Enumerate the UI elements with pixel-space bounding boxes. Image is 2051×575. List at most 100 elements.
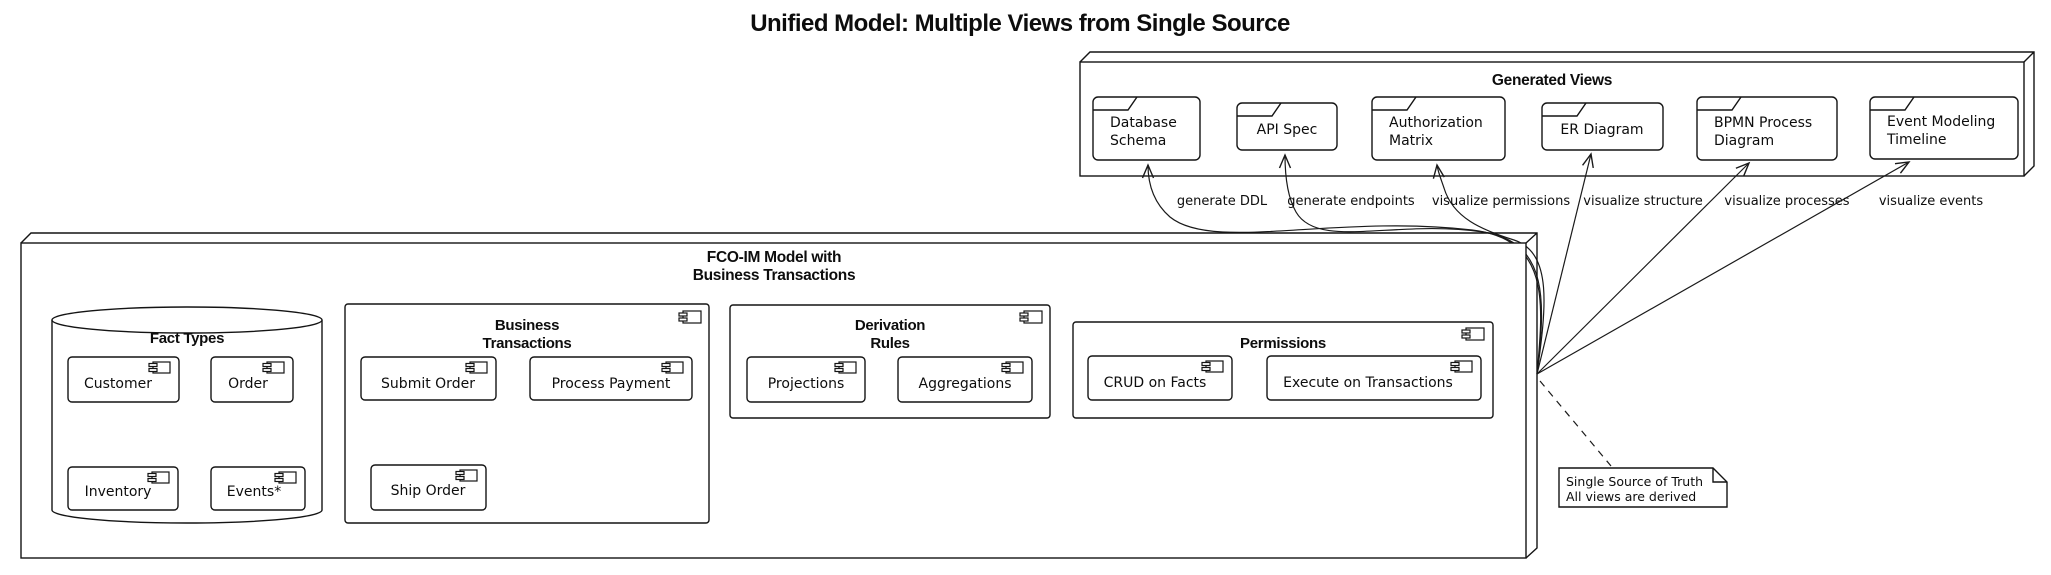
component-icon bbox=[266, 361, 285, 374]
component-process-payment-label: Process Payment bbox=[552, 376, 671, 392]
component-aggregations-box bbox=[897, 356, 1033, 403]
view-er-diagram-label: ER Diagram bbox=[1560, 122, 1643, 138]
component-icon-tab bbox=[661, 367, 671, 373]
view-authorization-matrix-label2: Matrix bbox=[1389, 133, 1433, 149]
component-icon-tab bbox=[262, 362, 272, 368]
component-icon-tab bbox=[834, 362, 844, 368]
view-bpmn-process-diagram-label: BPMN Process bbox=[1714, 115, 1812, 131]
component-customer-label: Customer bbox=[84, 376, 152, 392]
edge-visualize-structure bbox=[1536, 152, 1594, 375]
view-database-schema: Database Schema bbox=[1092, 96, 1201, 161]
component-events: Events* bbox=[210, 466, 306, 511]
derivation-rules-title-line2: Rules bbox=[870, 335, 909, 352]
edge-label-visualize-permissions: visualize permissions bbox=[1432, 194, 1570, 209]
fcoim-3d-edges bbox=[20, 232, 1538, 559]
component-icon bbox=[1005, 361, 1024, 374]
fact-types-title: Fact Types bbox=[150, 330, 224, 347]
component-icon-tab bbox=[148, 362, 158, 368]
component-icon-tab bbox=[1450, 366, 1460, 372]
component-icon-tab bbox=[678, 317, 688, 322]
component-customer: Customer bbox=[67, 356, 180, 403]
business-transactions-title-line1: Business bbox=[495, 317, 559, 334]
view-er-diagram-box bbox=[1541, 102, 1664, 151]
edge-generate-endpoints bbox=[1278, 153, 1543, 375]
view-event-modeling-timeline: Event Modeling Timeline bbox=[1869, 96, 2019, 160]
component-aggregations-label: Aggregations bbox=[919, 376, 1012, 392]
component-process-payment-box bbox=[529, 356, 693, 401]
view-event-modeling-timeline-label2: Timeline bbox=[1886, 132, 1947, 148]
component-projections: Projections bbox=[746, 356, 866, 403]
edge-visualize-processes bbox=[1536, 161, 1751, 375]
edge-label-visualize-processes: visualize processes bbox=[1724, 194, 1849, 209]
view-api-spec: API Spec bbox=[1236, 102, 1338, 151]
fcoim-title-line1: FCO-IM Model with bbox=[707, 249, 841, 266]
component-icon-tab bbox=[1450, 361, 1460, 367]
component-icon bbox=[459, 469, 478, 482]
component-icon-tab bbox=[1019, 312, 1029, 317]
view-event-modeling-timeline-box bbox=[1869, 96, 2019, 160]
component-icon bbox=[151, 471, 170, 484]
component-crud-on-facts-box bbox=[1087, 355, 1233, 401]
component-events-label: Events* bbox=[227, 484, 281, 500]
fact-types-database: Fact Types Customer Order Invent bbox=[51, 306, 323, 524]
component-inventory-label: Inventory bbox=[85, 484, 152, 500]
component-icon bbox=[665, 361, 684, 374]
file-tab-icon bbox=[1542, 102, 1587, 117]
component-order: Order bbox=[210, 356, 294, 403]
permissions-component: Permissions CRUD on Facts Execute on Tra… bbox=[1072, 321, 1494, 419]
component-icon-tab bbox=[274, 477, 284, 483]
business-transactions-title-line2: Transactions bbox=[483, 335, 572, 352]
model-to-view-edges: generate DDL generate endpoints visualiz… bbox=[1141, 152, 1983, 375]
component-icon-tab bbox=[678, 312, 688, 317]
component-submit-order-box bbox=[360, 356, 497, 401]
component-execute-on-transactions: Execute on Transactions bbox=[1266, 355, 1482, 401]
component-icon-tab bbox=[1001, 362, 1011, 368]
component-icon-tab bbox=[455, 475, 465, 481]
component-icon-tab bbox=[1001, 367, 1011, 373]
component-projections-label: Projections bbox=[768, 376, 845, 392]
component-ship-order-label: Ship Order bbox=[391, 483, 466, 499]
component-icon-tab bbox=[1201, 366, 1211, 372]
view-api-spec-label: API Spec bbox=[1257, 122, 1318, 138]
component-icon bbox=[469, 361, 488, 374]
component-icon-tab bbox=[262, 367, 272, 373]
note-body bbox=[1558, 467, 1728, 508]
generated-views-title: Generated Views bbox=[1492, 72, 1612, 89]
component-icon-tab bbox=[1201, 361, 1211, 367]
view-database-schema-label: Database bbox=[1110, 115, 1177, 131]
fact-types-cylinder-top bbox=[51, 306, 323, 334]
component-icon-tab bbox=[1461, 329, 1471, 334]
generated-views-3d-edges bbox=[1079, 51, 2035, 177]
component-icon bbox=[1205, 360, 1224, 373]
edge-visualize-permissions bbox=[1432, 163, 1545, 375]
edge-label-visualize-events: visualize events bbox=[1879, 194, 1983, 209]
component-icon-tab bbox=[1461, 334, 1471, 339]
component-inventory: Inventory bbox=[67, 466, 179, 511]
view-authorization-matrix: Authorization Matrix bbox=[1371, 96, 1506, 161]
component-order-label: Order bbox=[228, 376, 268, 392]
view-bpmn-process-diagram: BPMN Process Diagram bbox=[1696, 96, 1838, 161]
component-icon bbox=[152, 361, 171, 374]
view-database-schema-box bbox=[1092, 96, 1201, 161]
file-tab-icon bbox=[1697, 96, 1742, 111]
view-er-diagram: ER Diagram bbox=[1541, 102, 1664, 151]
page-title: Unified Model: Multiple Views from Singl… bbox=[750, 10, 1290, 37]
component-icon-tab bbox=[834, 367, 844, 373]
permissions-title: Permissions bbox=[1240, 335, 1326, 352]
component-ship-order: Ship Order bbox=[370, 464, 487, 511]
file-tab-icon bbox=[1237, 102, 1282, 117]
edge-label-visualize-structure: visualize structure bbox=[1583, 194, 1702, 209]
view-authorization-matrix-box bbox=[1371, 96, 1506, 161]
component-execute-on-transactions-box bbox=[1266, 355, 1482, 401]
note-fold-icon bbox=[1712, 468, 1727, 483]
component-execute-on-transactions-label: Execute on Transactions bbox=[1283, 375, 1453, 391]
business-transactions-component: Business Transactions Submit Order Proce… bbox=[344, 303, 710, 524]
fcoim-model-node: FCO-IM Model with Business Transactions … bbox=[20, 232, 1538, 559]
component-crud-on-facts: CRUD on Facts bbox=[1087, 355, 1233, 401]
note-line1: Single Source of Truth bbox=[1566, 474, 1703, 489]
component-icon-tab bbox=[661, 362, 671, 368]
note-dashed-connector bbox=[1539, 380, 1612, 467]
single-source-note: Single Source of Truth All views are der… bbox=[1539, 380, 1728, 508]
